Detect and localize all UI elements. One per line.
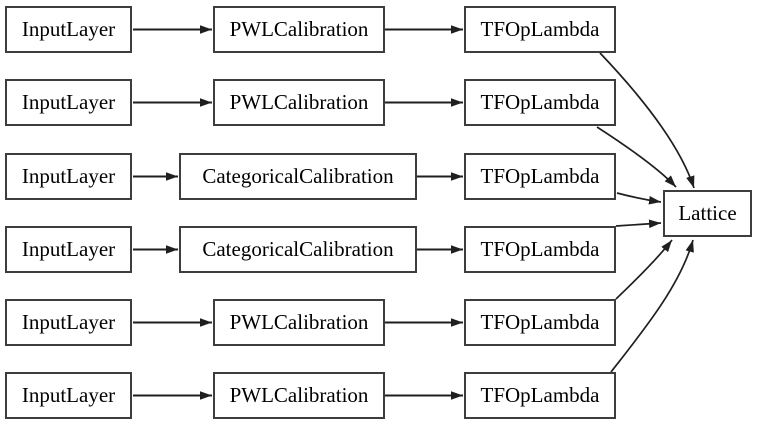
- input-layer-node-5: InputLayer: [5, 299, 132, 346]
- tfop-lambda-node-5: TFOpLambda: [464, 299, 616, 346]
- node-label: InputLayer: [21, 90, 116, 114]
- input-layer-node-6: InputLayer: [5, 372, 132, 419]
- node-label: TFOpLambda: [480, 237, 600, 261]
- input-layer-node-1: InputLayer: [5, 6, 132, 53]
- edge-op-to-lattice-4: [615, 219, 662, 229]
- node-label: Lattice: [678, 201, 737, 225]
- pwl-calibration-node-1: PWLCalibration: [213, 6, 385, 53]
- input-layer-node-2: InputLayer: [5, 79, 132, 126]
- pwl-calibration-node-4: PWLCalibration: [213, 372, 385, 419]
- node-label: PWLCalibration: [229, 90, 369, 114]
- edge-op-to-lattice-2: [596, 126, 677, 188]
- node-label: CategoricalCalibration: [202, 164, 394, 188]
- node-label: TFOpLambda: [480, 383, 600, 407]
- node-label: PWLCalibration: [229, 310, 369, 334]
- node-label: TFOpLambda: [480, 17, 600, 41]
- edge-op-to-lattice-1: [599, 52, 695, 189]
- node-label: InputLayer: [21, 383, 116, 407]
- node-label: CategoricalCalibration: [202, 237, 394, 261]
- tfop-lambda-node-1: TFOpLambda: [464, 6, 616, 53]
- node-label: InputLayer: [21, 164, 116, 188]
- node-label: PWLCalibration: [229, 383, 369, 407]
- node-label: TFOpLambda: [480, 310, 600, 334]
- node-label: TFOpLambda: [480, 90, 600, 114]
- edge-op-to-lattice-5: [615, 239, 673, 300]
- edge-op-to-lattice-6: [610, 239, 694, 373]
- categorical-calibration-node-1: CategoricalCalibration: [179, 153, 417, 200]
- tfop-lambda-node-6: TFOpLambda: [464, 372, 616, 419]
- pwl-calibration-node-2: PWLCalibration: [213, 79, 385, 126]
- tfop-lambda-node-3: TFOpLambda: [464, 153, 616, 200]
- node-label: TFOpLambda: [480, 164, 600, 188]
- tfop-lambda-node-2: TFOpLambda: [464, 79, 616, 126]
- input-layer-node-4: InputLayer: [5, 226, 132, 273]
- node-label: InputLayer: [21, 17, 116, 41]
- node-label: InputLayer: [21, 237, 116, 261]
- node-label: InputLayer: [21, 310, 116, 334]
- input-layer-node-3: InputLayer: [5, 153, 132, 200]
- categorical-calibration-node-2: CategoricalCalibration: [179, 226, 417, 273]
- node-label: PWLCalibration: [229, 17, 369, 41]
- pwl-calibration-node-3: PWLCalibration: [213, 299, 385, 346]
- lattice-node: Lattice: [663, 190, 752, 237]
- tfop-lambda-node-4: TFOpLambda: [464, 226, 616, 273]
- edge-op-to-lattice-3: [616, 192, 662, 205]
